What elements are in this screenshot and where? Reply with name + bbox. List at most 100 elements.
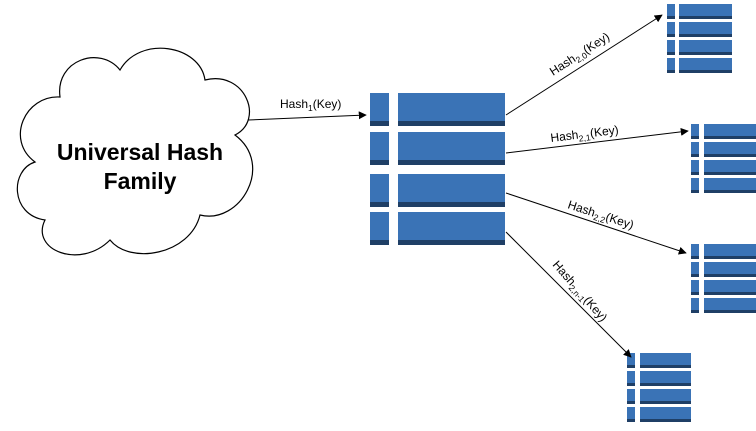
slot-2-key-cell-shadow bbox=[691, 172, 699, 175]
slot-1-key-cell bbox=[370, 132, 389, 165]
slot-2-key-cell-shadow bbox=[627, 401, 635, 404]
slot-3-key-cell bbox=[370, 212, 389, 245]
slot-2-value-cell bbox=[704, 280, 756, 295]
arrow-hash2n bbox=[505, 231, 632, 358]
slot-0-key-cell bbox=[370, 93, 389, 126]
slot-0-value-cell bbox=[398, 93, 505, 126]
universal-hash-family-cloud: Universal Hash Family bbox=[16, 47, 254, 256]
slot-3-key-cell-shadow bbox=[370, 240, 389, 245]
slot-0-key-cell-shadow bbox=[691, 136, 699, 139]
arrow-hash22 bbox=[505, 192, 687, 255]
slot-2-value-cell-shadow bbox=[704, 172, 756, 175]
slot-3-value-cell-shadow bbox=[679, 70, 732, 73]
label-hash22: Hash2,2(Key) bbox=[565, 198, 635, 234]
slot-0-key-cell bbox=[627, 353, 635, 368]
slot-1-key-cell bbox=[691, 262, 699, 277]
slot-1-value-cell-shadow bbox=[704, 274, 756, 277]
slot-0-value-cell-shadow bbox=[640, 365, 691, 368]
slot-3-value-cell-shadow bbox=[640, 419, 691, 422]
slot-1-value-cell bbox=[679, 22, 732, 37]
slot-3-value-cell bbox=[679, 58, 732, 73]
arrows bbox=[247, 14, 689, 358]
slot-2-key-cell bbox=[691, 280, 699, 295]
slot-2-key-cell-shadow bbox=[370, 202, 389, 207]
cloud-title-line2: Family bbox=[104, 168, 177, 194]
label-hash21: Hash2,1(Key) bbox=[550, 123, 620, 147]
slot-0-key-cell bbox=[691, 124, 699, 139]
label-hash2n: Hash2,n-1(Key) bbox=[548, 258, 610, 326]
label-hash20: Hash2,0(Key) bbox=[547, 29, 613, 80]
slot-3-key-cell bbox=[691, 178, 699, 193]
slot-1-key-cell-shadow bbox=[667, 34, 675, 37]
slot-1-value-cell-shadow bbox=[640, 383, 691, 386]
slot-1-key-cell-shadow bbox=[370, 160, 389, 165]
slot-2-key-cell-shadow bbox=[691, 292, 699, 295]
slot-1-key-cell bbox=[667, 22, 675, 37]
slot-2-value-cell bbox=[640, 389, 691, 404]
slot-2-key-cell-shadow bbox=[667, 52, 675, 55]
slot-1-key-cell-shadow bbox=[627, 383, 635, 386]
slot-0-value-cell-shadow bbox=[704, 256, 756, 259]
slot-2-key-cell bbox=[667, 40, 675, 55]
slot-3-value-cell-shadow bbox=[704, 310, 756, 313]
slot-3-value-cell bbox=[704, 178, 756, 193]
slot-1-key-cell-shadow bbox=[691, 274, 699, 277]
slot-0-key-cell-shadow bbox=[667, 16, 675, 19]
slot-3-value-cell-shadow bbox=[398, 240, 505, 245]
slot-0-key-cell-shadow bbox=[370, 121, 389, 126]
slot-3-key-cell bbox=[667, 58, 675, 73]
slot-1-key-cell bbox=[627, 371, 635, 386]
slot-1-value-cell bbox=[398, 132, 505, 165]
slot-3-key-cell-shadow bbox=[627, 419, 635, 422]
slot-3-value-cell-shadow bbox=[704, 190, 756, 193]
label-hash1: Hash1(Key) bbox=[280, 97, 341, 113]
slot-0-value-cell bbox=[704, 124, 756, 139]
slot-1-value-cell-shadow bbox=[704, 154, 756, 157]
slot-2-value-cell-shadow bbox=[640, 401, 691, 404]
slot-0-key-cell bbox=[691, 244, 699, 259]
slot-3-value-cell bbox=[640, 407, 691, 422]
slot-2-value-cell bbox=[398, 174, 505, 207]
slot-3-value-cell bbox=[398, 212, 505, 245]
slot-3-key-cell bbox=[627, 407, 635, 422]
slot-1-value-cell-shadow bbox=[398, 160, 505, 165]
slot-0-value-cell bbox=[679, 4, 732, 19]
slot-1-value-cell-shadow bbox=[679, 34, 732, 37]
slot-3-key-cell-shadow bbox=[667, 70, 675, 73]
slot-2-value-cell-shadow bbox=[704, 292, 756, 295]
slot-0-key-cell-shadow bbox=[627, 365, 635, 368]
slot-2-value-cell-shadow bbox=[398, 202, 505, 207]
second-level-table-1 bbox=[691, 124, 756, 193]
slot-2-value-cell bbox=[679, 40, 732, 55]
slot-3-key-cell-shadow bbox=[691, 190, 699, 193]
slot-1-value-cell bbox=[704, 262, 756, 277]
slot-1-key-cell-shadow bbox=[691, 154, 699, 157]
arrow-hash20 bbox=[505, 14, 663, 116]
slot-1-value-cell bbox=[640, 371, 691, 386]
cloud-title-line1: Universal Hash bbox=[57, 139, 223, 165]
second-level-table-n-1 bbox=[627, 353, 691, 422]
slot-3-key-cell bbox=[691, 298, 699, 313]
slot-2-key-cell bbox=[370, 174, 389, 207]
second-level-table-0 bbox=[667, 4, 732, 73]
slot-0-value-cell-shadow bbox=[398, 121, 505, 126]
slot-1-key-cell bbox=[691, 142, 699, 157]
slot-3-value-cell bbox=[704, 298, 756, 313]
slot-1-value-cell bbox=[704, 142, 756, 157]
slot-2-value-cell bbox=[704, 160, 756, 175]
slot-2-key-cell bbox=[627, 389, 635, 404]
slot-0-value-cell bbox=[704, 244, 756, 259]
slot-0-value-cell-shadow bbox=[679, 16, 732, 19]
second-level-table-2 bbox=[691, 244, 756, 313]
slot-3-key-cell-shadow bbox=[691, 310, 699, 313]
slot-2-value-cell-shadow bbox=[679, 52, 732, 55]
arrow-hash21 bbox=[505, 127, 689, 154]
first-level-hash-table bbox=[370, 93, 505, 245]
slot-0-key-cell-shadow bbox=[691, 256, 699, 259]
slot-0-key-cell bbox=[667, 4, 675, 19]
slot-0-value-cell bbox=[640, 353, 691, 368]
slot-2-key-cell bbox=[691, 160, 699, 175]
arrow-hash1 bbox=[247, 111, 367, 121]
slot-0-value-cell-shadow bbox=[704, 136, 756, 139]
